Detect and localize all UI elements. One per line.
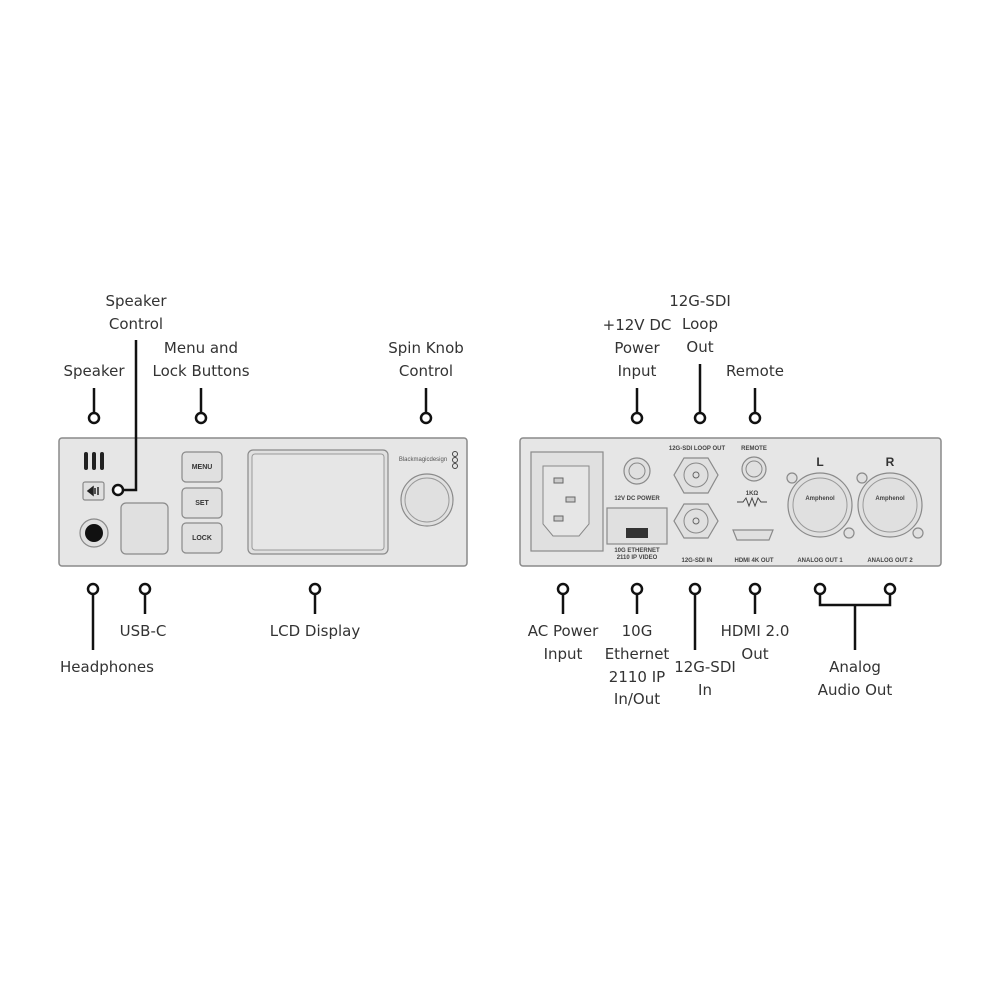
callout-usb-c: USB-C	[120, 582, 167, 640]
callout-analog-audio: Analog Audio Out	[813, 582, 897, 699]
svg-text:1KΩ: 1KΩ	[746, 491, 759, 497]
svg-text:Analog: Analog	[829, 658, 881, 676]
svg-text:MENU: MENU	[192, 464, 213, 471]
svg-text:12V DC POWER: 12V DC POWER	[614, 496, 660, 502]
svg-text:L: L	[816, 455, 823, 469]
svg-text:Amphenol: Amphenol	[875, 496, 905, 502]
svg-text:Speaker: Speaker	[63, 362, 125, 380]
resistor-icon	[737, 496, 767, 508]
svg-text:Menu and: Menu and	[164, 339, 238, 357]
callout-spin-knob: Spin Knob Control	[388, 339, 464, 425]
svg-text:Out: Out	[741, 645, 768, 663]
svg-text:USB-C: USB-C	[120, 622, 167, 640]
svg-text:12G-SDI IN: 12G-SDI IN	[681, 558, 712, 564]
svg-text:LOCK: LOCK	[192, 535, 212, 542]
callout-sdi-loop: 12G-SDI Loop Out	[669, 292, 731, 425]
usb-c-port	[120, 502, 169, 555]
callout-ac-power: AC Power Input	[528, 582, 599, 663]
callout-lcd: LCD Display	[270, 582, 361, 640]
callout-dc-power: +12V DC Power Input	[603, 316, 672, 425]
svg-text:LCD Display: LCD Display	[270, 622, 361, 640]
svg-text:+12V DC: +12V DC	[603, 316, 672, 334]
svg-text:Remote: Remote	[726, 362, 784, 380]
ethernet-port	[606, 507, 668, 545]
rear-panel: 12V DC POWER 10G ETHERNET 2110 IP VIDEO …	[519, 437, 942, 567]
svg-text:ANALOG OUT 1: ANALOG OUT 1	[797, 558, 843, 564]
sdi-in-port	[673, 503, 719, 539]
set-button[interactable]: SET	[181, 487, 223, 519]
callout-menu-lock: Menu and Lock Buttons	[152, 339, 250, 425]
svg-text:Ethernet: Ethernet	[605, 645, 670, 663]
brand-logo: Blackmagicdesign	[399, 457, 447, 463]
svg-text:Input: Input	[544, 645, 583, 663]
xlr-analog-out-1	[787, 472, 853, 538]
svg-text:Headphones: Headphones	[60, 658, 154, 676]
svg-text:Input: Input	[618, 362, 657, 380]
lock-button[interactable]: LOCK	[181, 522, 223, 554]
svg-text:2110 IP VIDEO: 2110 IP VIDEO	[617, 555, 658, 561]
dc-power-port	[623, 457, 651, 485]
svg-text:12G-SDI: 12G-SDI	[674, 658, 736, 676]
svg-text:SET: SET	[195, 500, 209, 507]
callout-speaker: Speaker	[63, 362, 125, 425]
svg-text:Loop: Loop	[682, 315, 718, 333]
spin-knob[interactable]	[400, 473, 454, 527]
svg-text:AC Power: AC Power	[528, 622, 599, 640]
svg-text:2110 IP: 2110 IP	[609, 668, 665, 686]
sdi-loop-out-port	[673, 457, 719, 494]
headphone-icon	[85, 524, 103, 542]
svg-text:HDMI 2.0: HDMI 2.0	[721, 622, 790, 640]
svg-text:R: R	[886, 455, 895, 469]
svg-text:In: In	[698, 681, 712, 699]
callout-ethernet: 10G Ethernet 2110 IP In/Out	[605, 582, 670, 708]
logo-circles-icon	[452, 451, 458, 469]
speaker-grille-icon	[84, 452, 104, 470]
svg-text:Power: Power	[614, 339, 660, 357]
svg-text:12G-SDI LOOP OUT: 12G-SDI LOOP OUT	[669, 446, 726, 452]
svg-text:Lock Buttons: Lock Buttons	[152, 362, 249, 380]
callout-headphones: Headphones	[60, 582, 154, 676]
callout-hdmi: HDMI 2.0 Out	[721, 582, 790, 663]
svg-text:HDMI 4K OUT: HDMI 4K OUT	[735, 558, 774, 564]
svg-text:Amphenol: Amphenol	[805, 496, 835, 502]
xlr-analog-out-2	[857, 472, 923, 538]
speaker-icon	[86, 485, 99, 497]
hdmi-port	[732, 529, 774, 541]
svg-text:Spin Knob: Spin Knob	[388, 339, 464, 357]
svg-text:REMOTE: REMOTE	[741, 446, 767, 452]
svg-text:10G ETHERNET: 10G ETHERNET	[614, 548, 660, 554]
front-panel: MENU SET LOCK Blackmagicdesign	[58, 437, 468, 567]
svg-text:10G: 10G	[622, 622, 653, 640]
callout-speaker-control: Speaker Control	[105, 292, 167, 497]
menu-button[interactable]: MENU	[181, 451, 223, 483]
svg-text:12G-SDI: 12G-SDI	[669, 292, 731, 310]
callout-remote: Remote	[726, 362, 784, 425]
svg-text:Control: Control	[109, 315, 163, 333]
svg-text:Speaker: Speaker	[105, 292, 167, 310]
svg-text:Audio Out: Audio Out	[818, 681, 893, 699]
callout-sdi-in: 12G-SDI In	[674, 582, 736, 699]
svg-text:Control: Control	[399, 362, 453, 380]
svg-text:Out: Out	[686, 338, 713, 356]
svg-text:In/Out: In/Out	[614, 690, 660, 708]
svg-text:ANALOG OUT 2: ANALOG OUT 2	[867, 558, 913, 564]
